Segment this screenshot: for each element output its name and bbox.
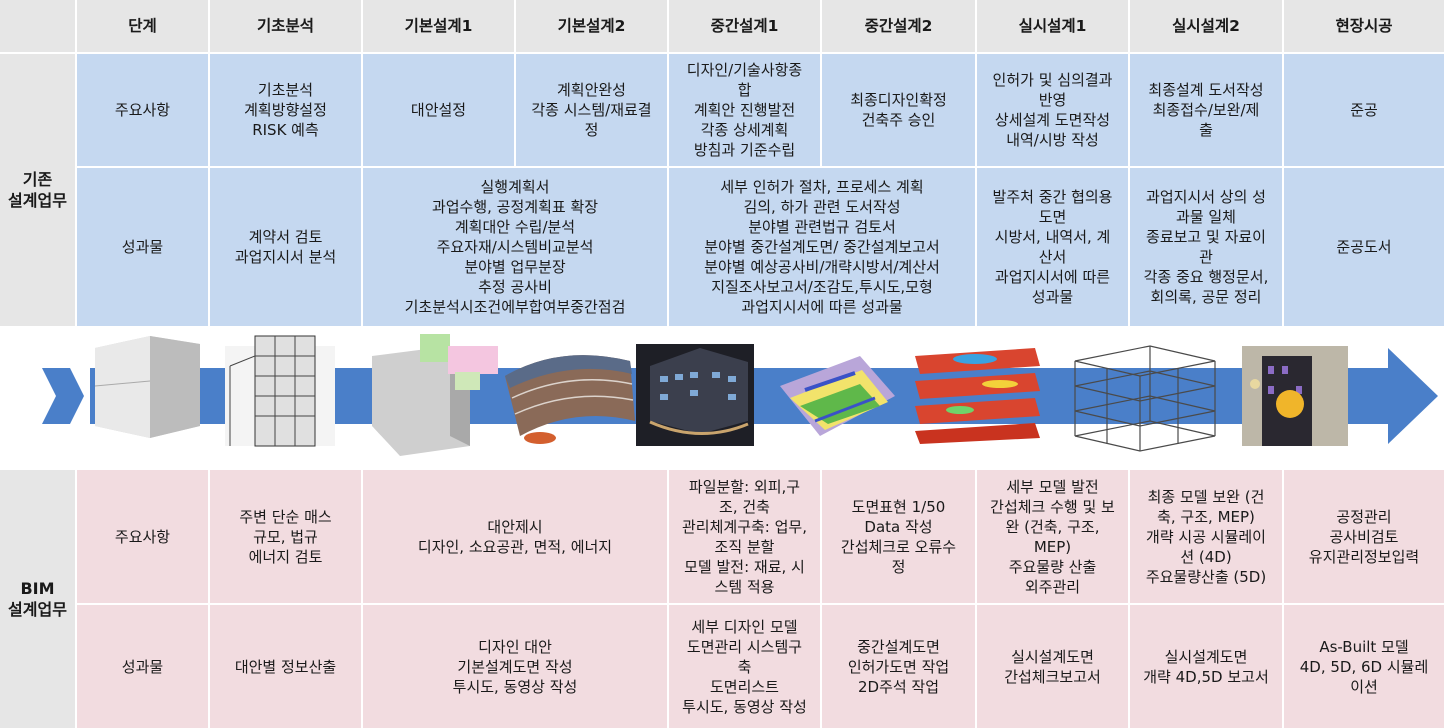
bim-row1-label: 주요사항	[77, 470, 208, 603]
header-col-construction-doc2: 실시설계2	[1130, 0, 1282, 52]
existing-row2-cell: 과업지시서 상의 성 과물 일체 종료보고 및 자료이 관 각종 중요 행정문서…	[1130, 168, 1282, 326]
existing-row2-cell: 계약서 검토 과업지시서 분석	[210, 168, 361, 326]
bim-row2-label: 성과물	[77, 605, 208, 728]
structural-analysis-icon	[915, 348, 1040, 444]
mass-model-icon	[94, 336, 200, 438]
header-col-schematic2: 기본설계2	[516, 0, 667, 52]
bim-row2-cell: As-Built 모델 4D, 5D, 6D 시뮬레 이션	[1284, 605, 1444, 728]
rendered-building-icon	[505, 355, 635, 444]
header-corner	[0, 0, 75, 52]
clash-model-icon	[780, 356, 895, 436]
header-col-stage: 단계	[77, 0, 208, 52]
existing-row1-cell: 기초분석 계획방향설정 RISK 예측	[210, 54, 361, 166]
building-sketch-icon	[225, 335, 335, 447]
header-col-schematic1: 기본설계1	[363, 0, 514, 52]
header-col-design-dev1: 중간설계1	[669, 0, 820, 52]
existing-row1-cell: 대안설정	[363, 54, 514, 166]
existing-row2-cell: 실행계획서 과업수행, 공정계획표 확장 계획대안 수립/분석 주요자재/시스템…	[363, 168, 667, 326]
concept-model-icon	[372, 334, 498, 456]
existing-row1-cell: 최종디자인확정 건축주 승인	[822, 54, 975, 166]
bim-row2-cell: 세부 디자인 모델 도면관리 시스템구 축 도면리스트 투시도, 동영상 작성	[669, 605, 820, 728]
existing-row1-cell: 계획안완성 각종 시스템/재료결 정	[516, 54, 667, 166]
existing-row2-label: 성과물	[77, 168, 208, 326]
bim-row2-cell: 실시설계도면 개략 4D,5D 보고서	[1130, 605, 1282, 728]
arrow-head-icon	[1388, 348, 1438, 444]
bim-row2-cell: 대안별 정보산출	[210, 605, 361, 728]
existing-row2-cell: 세부 인허가 절차, 프로세스 계획 김의, 하가 관련 도서작성 분야별 관련…	[669, 168, 975, 326]
header-col-construction-doc1: 실시설계1	[977, 0, 1128, 52]
process-arrow-band	[42, 334, 1438, 456]
header-col-site: 현장시공	[1284, 0, 1444, 52]
as-built-model-icon	[1242, 346, 1348, 446]
bim-row1-cell: 파일분할: 외피,구 조, 건축 관리체계구축: 업무, 조직 분할 모델 발전…	[669, 470, 820, 603]
bim-row1-cell: 공정관리 공사비검토 유지관리정보입력	[1284, 470, 1444, 603]
bim-row2-cell: 디자인 대안 기본설계도면 작성 투시도, 동영상 작성	[363, 605, 667, 728]
bim-row1-cell: 주변 단순 매스 규모, 법규 에너지 검토	[210, 470, 361, 603]
bim-row1-cell: 대안제시 디자인, 소요공관, 면적, 에너지	[363, 470, 667, 603]
bim-row1-cell: 최종 모델 보완 (건 축, 구조, MEP) 개략 시공 시뮬레이 션 (4D…	[1130, 470, 1282, 603]
existing-row1-cell: 최종설계 도서작성 최종접수/보완/제 출	[1130, 54, 1282, 166]
existing-row1-cell: 준공	[1284, 54, 1444, 166]
bim-row1-cell: 세부 모델 발전 간섭체크 수행 및 보 완 (건축, 구조, MEP) 주요물…	[977, 470, 1128, 603]
bim-group-label: BIM 설계업무	[0, 470, 75, 728]
existing-row1-cell: 인허가 및 심의결과 반영 상세설계 도면작성 내역/시방 작성	[977, 54, 1128, 166]
header-col-analysis: 기초분석	[210, 0, 361, 52]
existing-group-label: 기존 설계업무	[0, 54, 75, 326]
steel-frame-icon	[1074, 345, 1216, 452]
night-render-icon	[636, 344, 754, 446]
existing-row2-cell: 준공도서	[1284, 168, 1444, 326]
existing-row1-cell: 디자인/기술사항종 합 계획안 진행발전 각종 상세계획 방침과 기준수립	[669, 54, 820, 166]
bim-row2-cell: 실시설계도면 간섭체크보고서	[977, 605, 1128, 728]
arrow-tail-icon	[42, 368, 84, 424]
existing-row1-label: 주요사항	[77, 54, 208, 166]
existing-row2-cell: 발주처 중간 협의용 도면 시방서, 내역서, 계 산서 과업지시서에 따른 성…	[977, 168, 1128, 326]
header-col-design-dev2: 중간설계2	[822, 0, 975, 52]
bim-row2-cell: 중간설계도면 인허가도면 작업 2D주석 작업	[822, 605, 975, 728]
bim-row1-cell: 도면표현 1/50 Data 작성 간섭체크로 오류수 정	[822, 470, 975, 603]
